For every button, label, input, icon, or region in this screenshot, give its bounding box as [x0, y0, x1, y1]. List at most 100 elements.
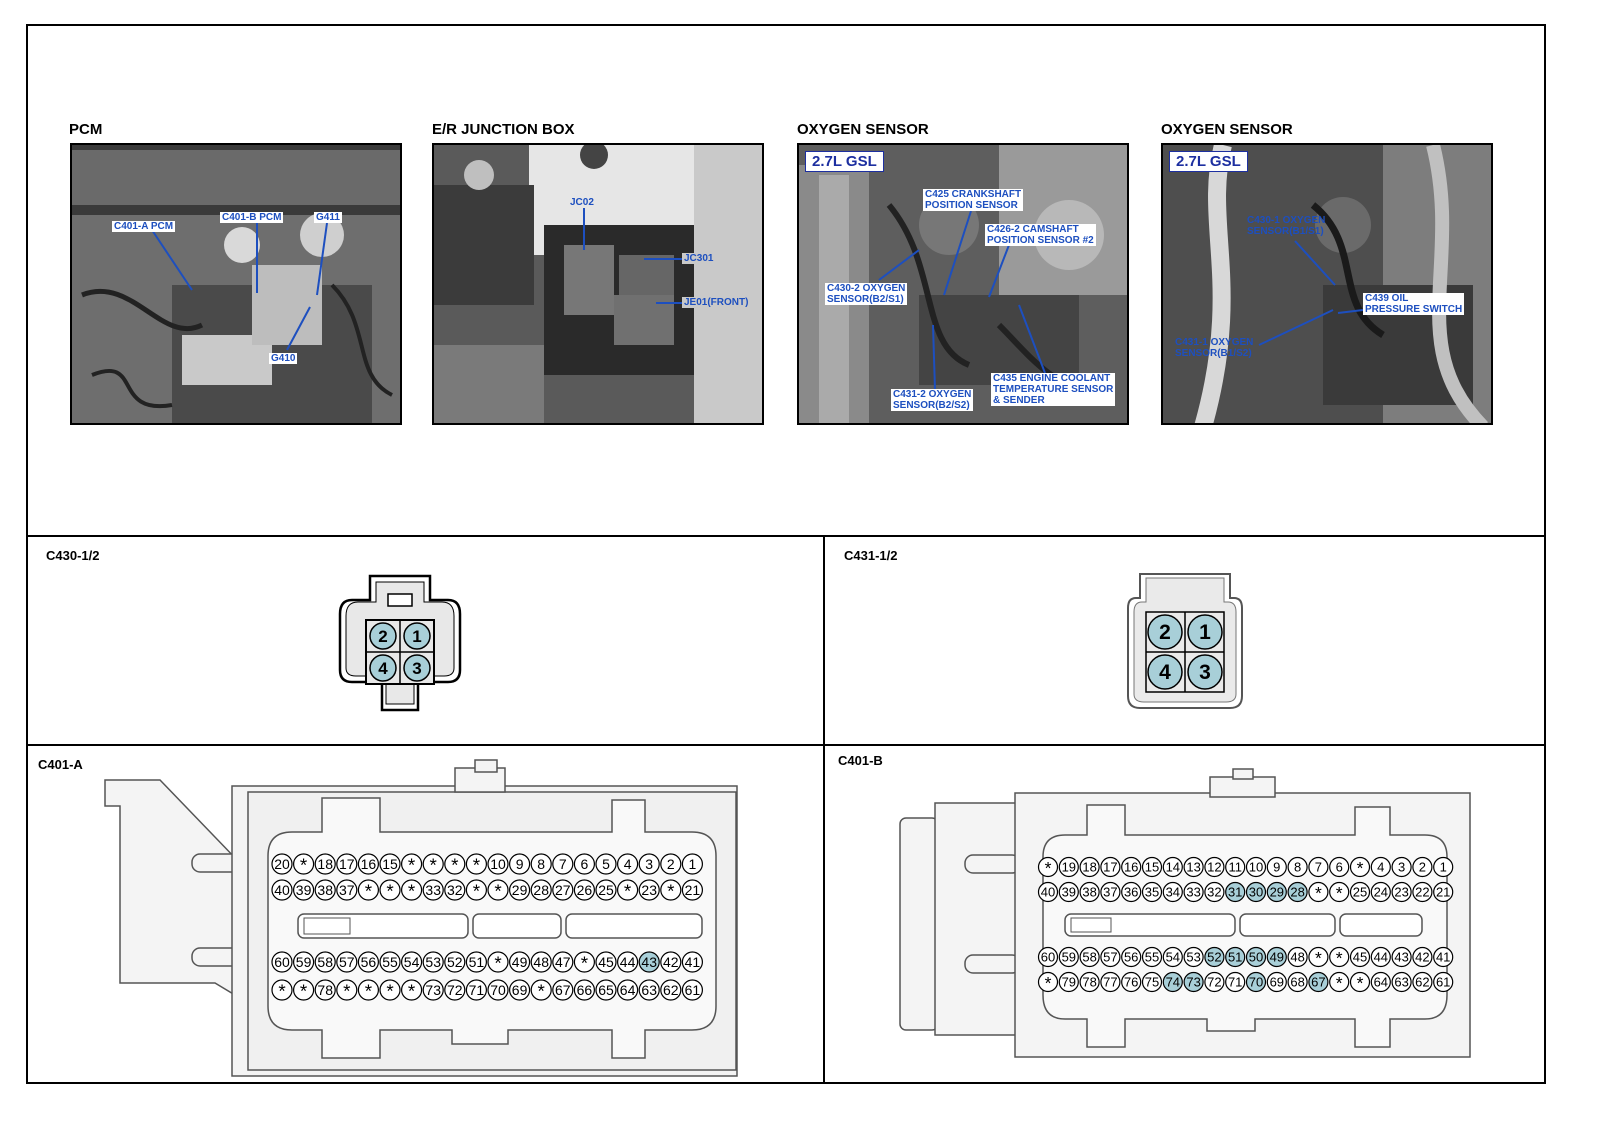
c401a-pin-label: * — [667, 882, 675, 903]
c401a-pin — [595, 951, 617, 973]
c401b-pin-label: 4 — [1377, 860, 1384, 875]
label-c425-crankshaft: C425 CRANKSHAFT POSITION SENSOR — [923, 189, 1024, 211]
c401a-pin — [422, 951, 444, 973]
c401a-pin — [530, 879, 552, 901]
c401a-pin — [465, 853, 487, 875]
c401a-pin-label: 44 — [620, 954, 636, 970]
c401b-pin — [1037, 856, 1059, 878]
c401a-pin — [573, 979, 595, 1001]
c401b-pin — [1204, 881, 1225, 903]
c401a-pin — [595, 879, 617, 901]
c401b-pin-label: 68 — [1290, 975, 1304, 990]
c401b-pin-label: 42 — [1415, 950, 1429, 965]
c401b-pin-label: 18 — [1082, 860, 1096, 875]
c401a-pin — [314, 951, 336, 973]
c401b-pin — [1266, 856, 1287, 878]
c401a-pin — [293, 879, 315, 901]
c401b-pin — [1245, 946, 1267, 968]
c401b-pin-label: 7 — [1315, 860, 1322, 875]
c401b-pin — [1100, 971, 1121, 993]
c401b-pin-label: 53 — [1186, 950, 1200, 965]
c401b-pin — [1349, 971, 1371, 993]
c401a-pin — [638, 879, 660, 901]
c401b-pin-label: 12 — [1207, 860, 1221, 875]
c401a-pin-label: 65 — [598, 982, 614, 998]
c401b-pin-label: 11 — [1228, 860, 1242, 875]
c401b-pin — [1058, 856, 1079, 878]
c401b-pin-label: * — [1045, 858, 1052, 878]
c401b-pin-label: 2 — [1419, 860, 1426, 875]
c401a-pin — [487, 951, 509, 973]
label-je01-front: JE01(FRONT) — [682, 297, 751, 308]
c401a-pin-label: 73 — [425, 982, 441, 998]
c401a-pin-label: 66 — [577, 982, 593, 998]
c401a-pin-label: 45 — [598, 954, 614, 970]
c401b-pin-label: 70 — [1249, 975, 1263, 990]
c401a-pin-label: 60 — [274, 954, 290, 970]
connector-title-c401b: C401-B — [838, 753, 883, 768]
c401b-pin — [1391, 946, 1412, 968]
c401b-pin-label: 29 — [1270, 885, 1284, 900]
junction-box-photo-art — [434, 145, 762, 423]
c401b-pin — [1037, 946, 1059, 968]
c401b-pin — [1412, 971, 1433, 993]
c401a-pin-label: 25 — [598, 882, 614, 898]
diagram-frame — [26, 24, 1546, 1084]
c401b-pin-label: 79 — [1062, 975, 1076, 990]
c401b-pin-label: 52 — [1207, 950, 1221, 965]
label-c430-1-oxygen: C430-1 OXYGEN SENSOR(B1/S1) — [1247, 215, 1326, 237]
connector-c430: 2 1 4 3 — [338, 574, 462, 712]
c431-pin-label: 4 — [1159, 661, 1171, 684]
c401a-pin-label: 26 — [577, 882, 593, 898]
c401b-pin — [1100, 856, 1121, 878]
c430-pin-label: 2 — [378, 627, 387, 646]
c401b-pin-label: 16 — [1124, 860, 1138, 875]
c401b-pin-label: * — [1336, 883, 1343, 903]
c401a-pin-label: 54 — [404, 954, 420, 970]
c401b-pin-label: 19 — [1062, 860, 1076, 875]
label-c401b-pcm: C401-B PCM — [220, 212, 284, 223]
c401a-pin-label: 57 — [339, 954, 355, 970]
c401a-pin — [379, 853, 401, 875]
c401a-pin — [379, 879, 401, 901]
c401b-pin — [1329, 881, 1350, 903]
c401b-pin — [1079, 881, 1100, 903]
c401a-pin-label: 70 — [490, 982, 506, 998]
c401b-pin — [1391, 856, 1412, 878]
c430-pin-label: 1 — [412, 627, 421, 646]
c401b-pin-label: 60 — [1041, 950, 1055, 965]
c401a-pin — [293, 979, 315, 1001]
c401b-pin-label: * — [1336, 973, 1343, 993]
c401a-pin-label: 78 — [317, 982, 333, 998]
c401a-pin — [509, 879, 531, 901]
label-c401a-pcm: C401-A PCM — [112, 221, 176, 232]
c430-pins: 2 1 4 3 — [369, 622, 431, 682]
c401b-pin-label: 35 — [1145, 885, 1159, 900]
c401b-pin-label: 59 — [1062, 950, 1076, 965]
c401a-pin-label: 61 — [685, 982, 701, 998]
c401a-pin-label: 49 — [512, 954, 528, 970]
c401a-pin — [401, 879, 423, 901]
c431-pin-label: 1 — [1199, 621, 1211, 644]
c401a-pin-label: 55 — [382, 954, 398, 970]
c401a-pin-label: 17 — [339, 856, 355, 872]
c401b-pin-label: 15 — [1145, 860, 1159, 875]
c401b-pin-label: 24 — [1374, 885, 1388, 900]
c401b-pin — [1121, 856, 1142, 878]
c401a-pin-label: 40 — [274, 882, 290, 898]
c401b-pin-label: 28 — [1290, 885, 1304, 900]
c401b-pin — [1349, 946, 1371, 968]
c401b-pin-label: 48 — [1290, 950, 1304, 965]
c401a-pin-label: * — [494, 882, 502, 903]
c401a-pin — [660, 853, 682, 875]
c401a-pin-label: * — [494, 954, 502, 975]
c401b-pin — [1433, 946, 1454, 968]
c401a-pin — [487, 853, 509, 875]
c401a-pin — [401, 979, 423, 1001]
c401a-pin-label: * — [451, 856, 459, 877]
c401a-pin-label: 48 — [533, 954, 549, 970]
c401b-pin — [1433, 971, 1454, 993]
c401a-pin — [379, 979, 401, 1001]
c401b-pin-label: 77 — [1103, 975, 1117, 990]
c401b-pin — [1141, 856, 1163, 878]
